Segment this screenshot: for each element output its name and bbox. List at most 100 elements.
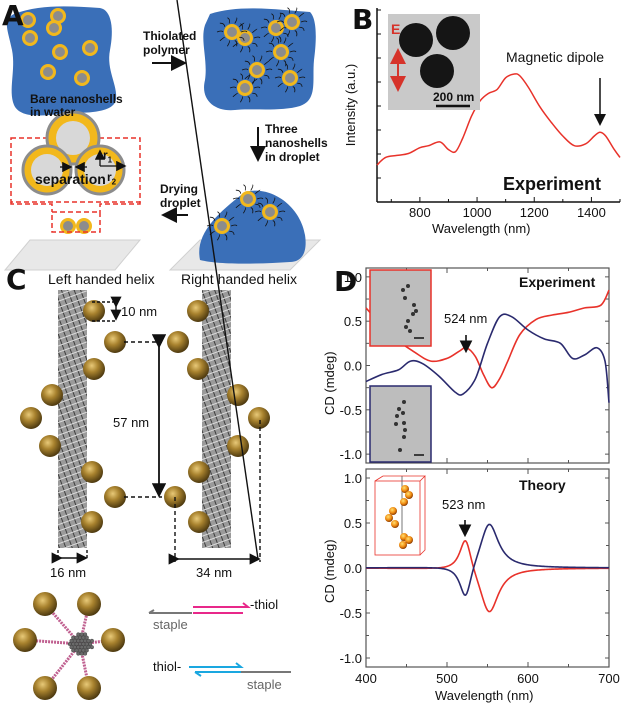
polymer-chain: [264, 74, 270, 79]
label-in-droplet: in droplet: [265, 150, 320, 164]
polymer-chain: [259, 55, 263, 62]
gold-nanoparticle: [187, 300, 209, 322]
dim-57nm: 57 nm: [113, 415, 150, 430]
gold-nanoparticle: [187, 358, 209, 380]
polymer-chain: [224, 211, 228, 218]
tem-particle: [401, 288, 405, 292]
polymer-chain: [257, 202, 264, 207]
polymer-chain: [232, 42, 238, 48]
core: [276, 47, 286, 57]
field-label-e: E: [391, 21, 401, 37]
polymer-chain: [276, 37, 279, 44]
polymer-chain: [250, 207, 254, 214]
model-ball: [389, 507, 397, 515]
core: [271, 23, 281, 33]
d-x-axis-label: Wavelength (nm): [435, 688, 534, 703]
label-r2: r2: [107, 170, 117, 187]
polymer-chain: [227, 17, 230, 24]
polymer-chain: [250, 184, 254, 191]
polymer-chain: [232, 92, 238, 98]
polymer-chain: [240, 30, 248, 33]
annotation-magnetic-dipole: Magnetic dipole: [506, 49, 605, 65]
d-top-series: [365, 289, 610, 389]
polymer-chain: [234, 17, 238, 24]
gold-nanoparticle: [248, 407, 270, 429]
nanoshell: [274, 63, 306, 93]
polymer-chain: [235, 189, 242, 194]
polymer-chain: [279, 12, 286, 17]
polymer-chain: [219, 22, 226, 27]
polymer-chain: [229, 216, 235, 222]
panel-label-b: B: [352, 3, 374, 36]
tem-particle: [401, 411, 405, 415]
polymer-chain: [235, 203, 241, 209]
d-bottom-y-tick-label: 1.0: [344, 471, 362, 486]
polymer-chain: [253, 36, 261, 39]
polymer-chain: [240, 96, 243, 103]
panel-label-d: D: [334, 265, 358, 298]
polymer-chain: [299, 12, 305, 18]
d-bottom-series: [365, 539, 610, 613]
label-experiment-b: Experiment: [503, 174, 602, 194]
gold-nanoparticle: [104, 486, 126, 508]
gold-nanoparticle: [188, 511, 210, 533]
gold-nanoparticle: [77, 592, 101, 616]
model-ball: [400, 498, 408, 506]
panel-c: [13, 0, 291, 700]
label-right-helix: Right handed helix: [181, 271, 297, 287]
annotation-524nm: 524 nm: [444, 311, 488, 326]
label-bare-nanoshells: Bare nanoshells: [30, 92, 123, 106]
legend-staple-bottom: staple: [247, 677, 282, 692]
polymer-chain: [260, 26, 268, 29]
tem-particle: [402, 421, 406, 425]
polymer-chain: [265, 220, 268, 227]
core: [243, 194, 253, 204]
polymer-chain: [268, 56, 274, 62]
b-x-tick-label: 800: [409, 205, 431, 220]
polymer-chain: [274, 76, 282, 79]
polymer-chain: [278, 13, 282, 20]
dim-16nm: 16 nm: [50, 565, 87, 580]
d-top-y-tick-label: 0.0: [344, 359, 362, 374]
d-bottom-x-tick-label: 700: [598, 671, 620, 686]
gold-nanoparticle: [83, 358, 105, 380]
d-bottom-series: [365, 523, 610, 597]
gold-nanoparticle: [167, 331, 189, 353]
dim-34nm: 34 nm: [196, 565, 233, 580]
polymer-chain: [224, 234, 228, 241]
zoom-connector: [10, 202, 141, 212]
polymer-chain: [277, 68, 284, 73]
gold-nanoparticle: [41, 384, 63, 406]
core: [227, 27, 237, 37]
polymer-chain: [252, 55, 255, 62]
gold-nanoparticle: [77, 676, 101, 700]
nanoshell: [46, 20, 62, 36]
nanoshell: [40, 64, 56, 80]
gold-nanoparticle: [227, 435, 249, 457]
d-bottom-y-tick-label: -1.0: [340, 651, 362, 666]
d-bottom-y-tick-label: 0.0: [344, 561, 362, 576]
d-top-y-tick-label: -0.5: [340, 403, 362, 418]
label-r1: r1: [103, 148, 113, 165]
polymer-chain: [206, 224, 214, 227]
polymer-chain: [298, 76, 306, 79]
polymer-chain: [263, 18, 270, 23]
polymer-chain: [216, 30, 224, 33]
d-top-series: [365, 313, 610, 403]
polymer-chain: [241, 68, 249, 71]
nanoshells: [20, 7, 308, 241]
model-ball: [401, 485, 409, 493]
polymer-chain: [265, 197, 268, 204]
origami-tube-left: [58, 290, 87, 548]
core: [43, 67, 53, 77]
core: [217, 221, 227, 231]
polymer-chain: [240, 73, 243, 80]
tem-particle: [406, 284, 410, 288]
polymer-chain: [217, 211, 220, 218]
zoom-source-box: [51, 211, 101, 233]
polymer-chain: [252, 42, 258, 47]
core: [79, 221, 89, 231]
